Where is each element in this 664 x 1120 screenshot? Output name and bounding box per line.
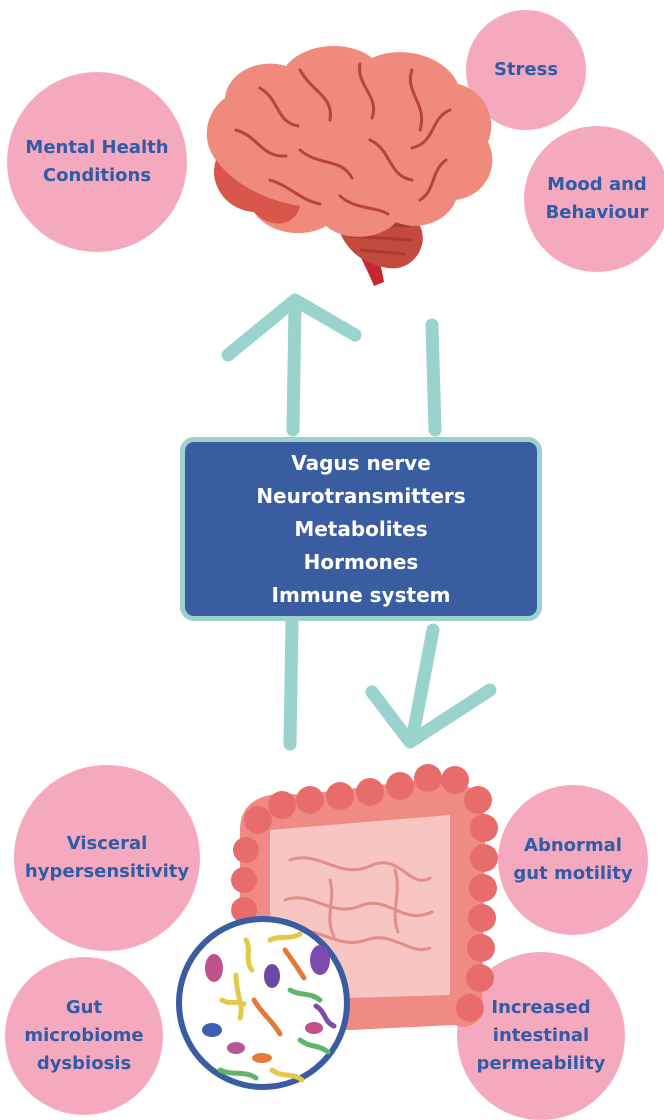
mediator-vagus: Vagus nerve bbox=[291, 447, 431, 480]
mediator-immune: Immune system bbox=[272, 579, 451, 612]
mediator-hormones: Hormones bbox=[304, 546, 419, 579]
mediators-box: Vagus nerve Neurotransmitters Metabolite… bbox=[180, 437, 542, 621]
microbiome-icon bbox=[179, 919, 347, 1087]
mediator-neurotransmitters: Neurotransmitters bbox=[256, 480, 465, 513]
brain-icon bbox=[207, 46, 493, 286]
mediator-metabolites: Metabolites bbox=[294, 513, 427, 546]
